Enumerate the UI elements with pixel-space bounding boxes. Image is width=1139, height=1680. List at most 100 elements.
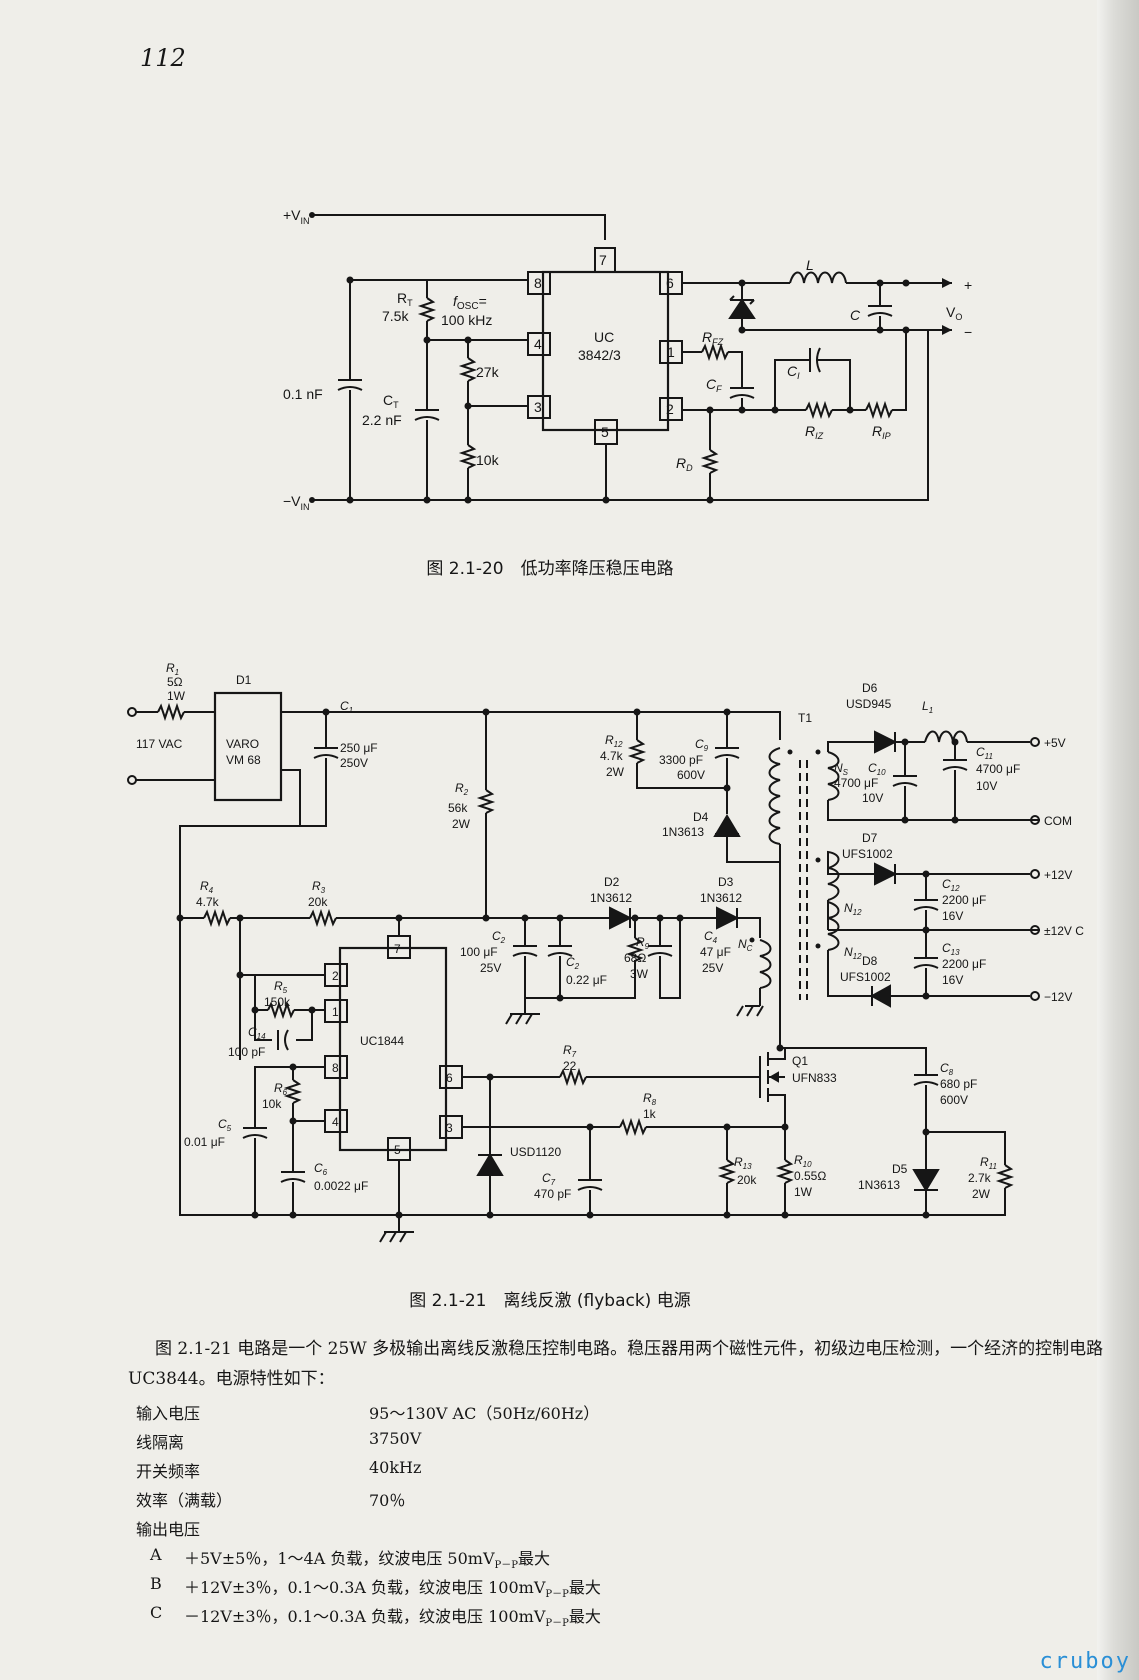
fig2-t1-label: T1 <box>798 711 812 725</box>
page-edge-shadow <box>1097 0 1139 1680</box>
fig2-r3-val: 20k <box>308 895 328 909</box>
fig2-d4-label: D4 <box>693 810 709 824</box>
fig1-rt-label: RT <box>397 290 413 308</box>
fig2-r9-label: R9 <box>636 935 650 951</box>
fig1-riz-label: RIZ <box>805 423 824 441</box>
fig1-ct-value: 2.2 nF <box>362 412 402 428</box>
fig2-c12-val1: 2200 μF <box>942 893 986 907</box>
fig2-c11-val2: 10V <box>976 779 997 793</box>
figure-2-1-21-schematic: R1 5Ω 1W 117 VAC D1 VARO VM 68 C1 250 μF… <box>127 661 1084 1243</box>
fig1-rfz-label: RFZ <box>702 329 724 347</box>
fig2-out-m12: −12V <box>1044 990 1072 1004</box>
fig2-c12-val2: 16V <box>942 909 963 923</box>
fig2-d8-label: D8 <box>862 954 878 968</box>
spec-value: 95～130V AC（50Hz/60Hz） <box>369 1404 600 1423</box>
fig2-out-12v: +12V <box>1044 868 1072 882</box>
fig2-d1-line1: VARO <box>226 737 259 751</box>
fig1-c01-label: 0.1 nF <box>283 386 323 402</box>
fig1-fosc-value: 100 kHz <box>441 312 492 328</box>
fig2-c2b-label: C2 <box>566 955 580 971</box>
fig2-c10-val1: 4700 μF <box>834 776 878 790</box>
fig2-d5-label: D5 <box>892 1162 908 1176</box>
fig2-r11-label: R11 <box>980 1155 997 1171</box>
fig2-r13-label: R13 <box>734 1155 752 1171</box>
fig2-c2a-val1: 100 μF <box>460 945 498 959</box>
fig2-c7-label: C7 <box>542 1171 556 1187</box>
fig2-d1-line2: VM 68 <box>226 753 261 767</box>
fig2-out-5v: +5V <box>1044 736 1066 750</box>
fig2-d2-val: 1N3612 <box>590 891 632 905</box>
fig1-c-label: C <box>850 307 861 323</box>
fig2-c9-label: C9 <box>695 737 709 753</box>
fig2-out-com: COM <box>1044 814 1072 828</box>
fig2-c2a-label: C2 <box>492 929 506 945</box>
fig2-c6-val: 0.0022 μF <box>314 1179 368 1193</box>
fig2-c2b-val: 0.22 μF <box>566 973 607 987</box>
fig2-c14-label: C14 <box>248 1025 266 1041</box>
fig2-r9-val1: 68Ω <box>624 951 646 965</box>
fig2-ac-label: 117 VAC <box>136 737 183 751</box>
fig1-pin2: 2 <box>666 401 674 417</box>
fig1-minus: − <box>964 324 972 340</box>
fig1-pin7: 7 <box>599 252 607 268</box>
fig2-c10-val2: 10V <box>862 791 883 805</box>
body-paragraph: 图 2.1-21 电路是一个 25W 多极输出离线反激稳压控制电路。稳压器用两个… <box>128 1339 1104 1389</box>
fig2-q1-label: Q1 <box>792 1054 808 1068</box>
fig2-d5-val: 1N3613 <box>858 1178 900 1192</box>
output-text: －12V±3％，0.1～0.3A 负载，纹波电压 100mVP－P最大 <box>184 1607 601 1630</box>
fig1-plus: + <box>964 277 972 293</box>
fig2-r5-label: R5 <box>274 979 288 995</box>
spec-label: 开关频率 <box>136 1462 201 1481</box>
fig2-c4-val2: 25V <box>702 961 723 975</box>
fig1-l-label: L <box>806 257 814 273</box>
spec-label: 输入电压 <box>136 1404 201 1423</box>
fig2-r2-label: R2 <box>455 781 469 797</box>
fig2-ns-label: NS <box>834 761 849 777</box>
fig1-fosc-label: fOSC= <box>453 293 487 312</box>
output-letter: C <box>150 1603 163 1622</box>
fig2-l1-label: L1 <box>922 699 933 715</box>
fig2-r12-val1: 4.7k <box>600 749 624 763</box>
fig2-r12-label: R12 <box>605 733 623 749</box>
fig2-r8-val: 1k <box>643 1107 657 1121</box>
fig2-r10-val2: 1W <box>794 1185 813 1199</box>
fig1-r27-label: 27k <box>476 364 500 380</box>
fig2-c5-val: 0.01 μF <box>184 1135 225 1149</box>
fig2-r11-val1: 2.7k <box>968 1171 992 1185</box>
fig2-nc-label: NC <box>738 937 753 953</box>
output-letter: B <box>150 1574 162 1593</box>
fig2-usd-label: USD1120 <box>510 1145 561 1159</box>
fig1-rt-value: 7.5k <box>382 308 409 324</box>
fig2-r3-label: R3 <box>312 879 326 895</box>
fig2-ic-label: UC1844 <box>360 1034 404 1048</box>
fig1-cf-label: CF <box>706 376 722 394</box>
fig2-r13-val: 20k <box>737 1173 757 1187</box>
fig2-c4-label: C4 <box>704 929 718 945</box>
fig2-d6-val: USD945 <box>846 697 892 711</box>
fig2-r1-label: R1 <box>166 661 179 677</box>
spec-value: 70％ <box>369 1491 406 1510</box>
fig1-ci-label: CI <box>787 363 800 381</box>
fig1-pin6: 6 <box>666 275 674 291</box>
fig2-pin7: 7 <box>394 942 401 956</box>
output-text: ＋12V±3％，0.1～0.3A 负载，纹波电压 100mVP－P最大 <box>184 1578 601 1601</box>
fig2-q1-val: UFN833 <box>792 1071 837 1085</box>
fig2-c1-val1: 250 μF <box>340 741 378 755</box>
fig2-r5-val: 150k <box>264 995 291 1009</box>
fig2-c13-val1: 2200 μF <box>942 957 986 971</box>
fig2-c11-label: C11 <box>976 745 993 761</box>
fig1-pin4: 4 <box>534 336 542 352</box>
figure-2-1-20-caption: 图 2.1-20 低功率降压稳压电路 <box>426 559 674 579</box>
fig2-c7-val: 470 pF <box>534 1187 571 1201</box>
figure-2-1-20-schematic: +VIN −VIN RT 7.5k fOSC= 100 kHz 0.1 nF C… <box>283 207 972 512</box>
fig2-d7-val: UFS1002 <box>842 847 893 861</box>
fig1-vo-label: VO <box>946 304 962 322</box>
figure-2-1-21-caption: 图 2.1-21 离线反激 (flyback) 电源 <box>409 1291 691 1311</box>
fig1-ct-label: CT <box>383 392 399 410</box>
fig2-c2a-val2: 25V <box>480 961 501 975</box>
fig2-d2-label: D2 <box>604 875 620 889</box>
watermark: cruboy <box>1039 1649 1131 1674</box>
fig1-pin3: 3 <box>534 399 542 415</box>
fig2-pin4: 4 <box>332 1115 339 1129</box>
fig2-r4-val: 4.7k <box>196 895 220 909</box>
